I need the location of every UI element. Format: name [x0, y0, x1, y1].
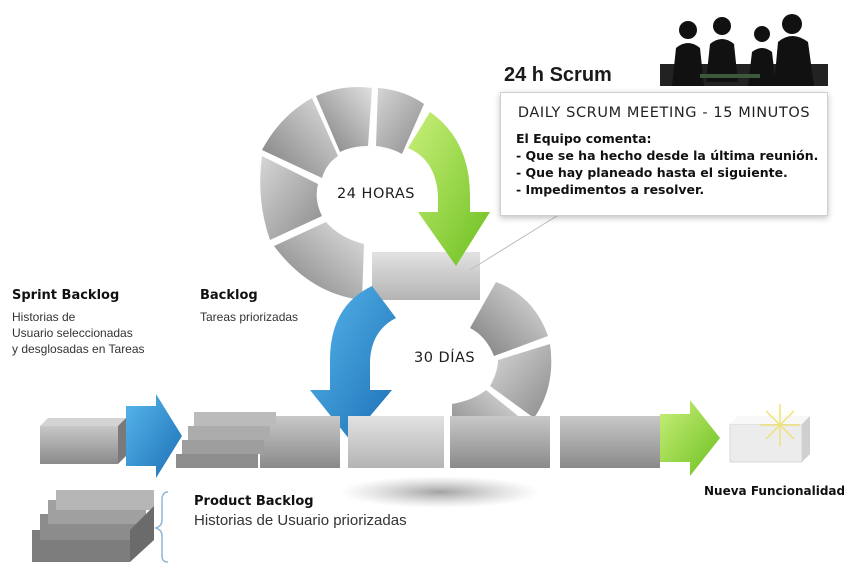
- meeting-title: DAILY SCRUM MEETING - 15 MINUTOS: [517, 105, 811, 121]
- sprint-backlog-line: Historias de: [12, 310, 76, 324]
- callout-line: [469, 213, 561, 271]
- scrum-title: 24 h Scrum: [504, 64, 612, 86]
- green-cycle-arrow: [408, 112, 490, 266]
- green-output-arrow: [660, 400, 720, 476]
- brace-line: [153, 491, 169, 563]
- daily-meeting-box: DAILY SCRUM MEETING - 15 MINUTOS El Equi…: [500, 92, 828, 216]
- meeting-line: - Que se ha hecho desde la última reunió…: [516, 148, 819, 163]
- backlog-subtitle: Tareas priorizadas: [200, 310, 299, 324]
- new-functionality-label: Nueva Funcionalidad: [704, 484, 844, 498]
- sprint-backlog-line: y desglosadas en Tareas: [12, 342, 145, 356]
- blue-cycle-arrow: [310, 286, 396, 440]
- meeting-line: - Que hay planeado hasta el siguiente.: [516, 165, 788, 180]
- team-silhouette-image: [660, 14, 828, 86]
- meeting-line: - Impedimentos a resolver.: [516, 182, 705, 197]
- product-backlog-title: Product Backlog: [194, 494, 314, 509]
- hours-cycle-ring: [260, 87, 480, 300]
- sparkle-icon: [760, 404, 800, 446]
- task-stack: [176, 412, 276, 468]
- backlog-title: Backlog: [200, 288, 258, 303]
- product-backlog-subtitle: Historias de Usuario priorizadas: [194, 512, 407, 529]
- sprint-backlog-line: Usuario seleccionadas: [12, 326, 133, 340]
- hours-label: 24 HORAS: [337, 186, 415, 202]
- product-backlog-stack: [32, 490, 154, 562]
- sprint-backlog-title: Sprint Backlog: [12, 288, 120, 303]
- days-label: 30 DÍAS: [414, 350, 476, 366]
- meeting-line: El Equipo comenta:: [516, 131, 652, 146]
- blue-flow-arrow: [126, 394, 182, 478]
- timeline: [40, 394, 810, 508]
